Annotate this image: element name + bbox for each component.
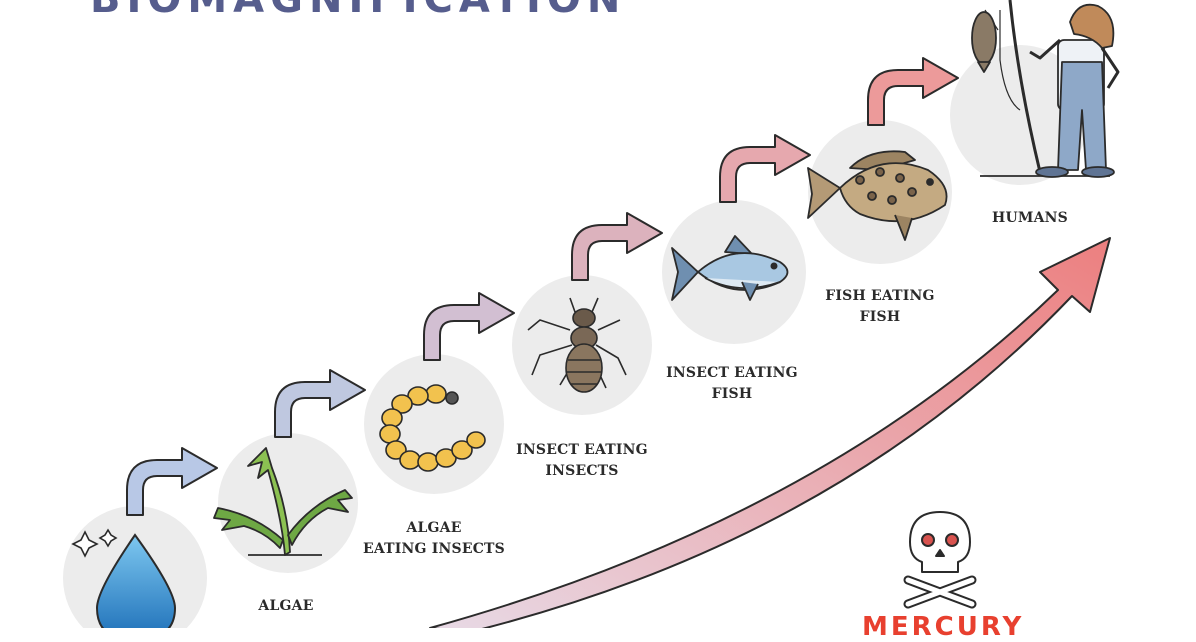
label-algae-eating-insects: ALGAE EATING INSECTS [363,520,505,557]
step-arrow-2 [274,369,366,438]
larva-icon [379,384,486,472]
step-arrow-6 [867,57,959,126]
algae-icon [213,447,353,556]
label-humans: HUMANS [992,210,1068,226]
step-arrow-3 [423,292,515,361]
label-algae: ALGAE [258,598,314,614]
skull-crossbones-icon [903,511,977,609]
label-insect-eating-fish: INSECT EATING FISH [666,365,798,402]
human-fisher-icon [971,0,1120,178]
water-drop-icon [71,528,177,628]
circle-algae [218,433,358,573]
title-fragment: BIOMAGNIFICATION [90,0,626,22]
big-increase-arrow [429,237,1111,628]
hazard-label: MERCURY [862,612,1025,642]
step-arrow-5 [719,134,811,203]
insect-icon [527,297,627,393]
label-insect-eating-insects: INSECT EATING INSECTS [516,442,648,479]
small-fish-icon [671,235,789,301]
step-arrow-1 [126,447,218,516]
step-arrows [126,57,959,516]
food-chain-diagram [63,0,1120,628]
large-fish-icon [807,150,948,241]
circle-humans [950,45,1090,185]
label-fish-eating-fish: FISH EATING FISH [825,288,935,325]
step-arrow-4 [571,212,663,281]
